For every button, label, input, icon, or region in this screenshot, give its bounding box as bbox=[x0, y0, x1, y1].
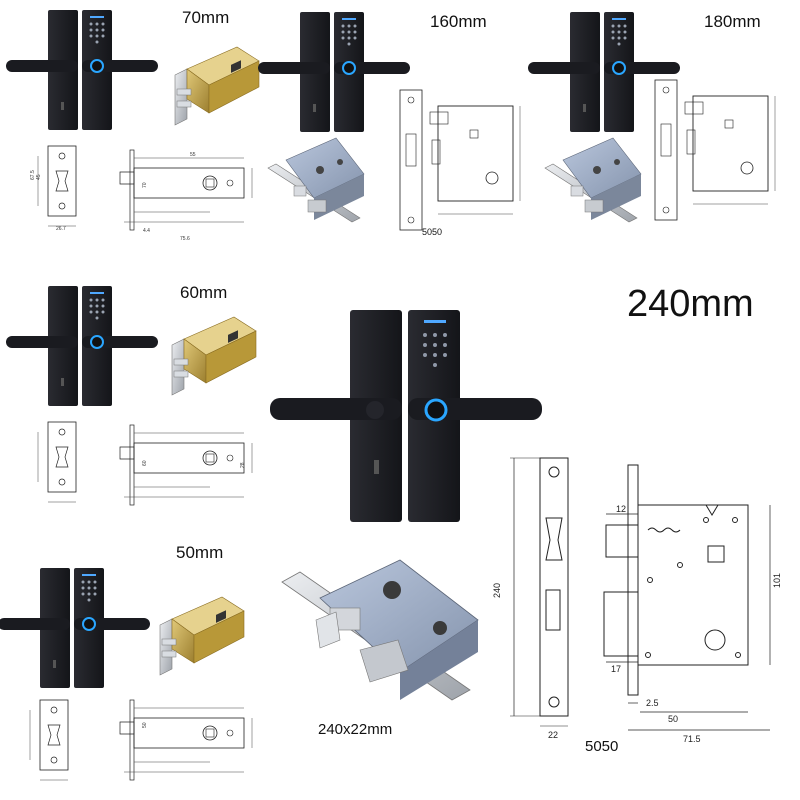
faceplate-60-drawing bbox=[37, 421, 77, 503]
label-160mm: 160mm bbox=[430, 12, 487, 31]
dim-small-d9: 50 bbox=[142, 722, 148, 728]
dim-faceplate-width: 22 bbox=[548, 730, 558, 740]
dim-small-d1: 67.5 bbox=[30, 170, 36, 180]
dim-faceplate-height: 240 bbox=[492, 583, 502, 598]
faceplate-70-drawing bbox=[37, 145, 77, 227]
latch-50-photo bbox=[159, 596, 245, 676]
label-model-160: 5050 bbox=[422, 227, 443, 237]
dim-small-d4: 4.4 bbox=[143, 228, 150, 234]
dim-small-d3: 26.7 bbox=[56, 226, 66, 232]
dim-case-height: 101 bbox=[772, 573, 782, 588]
door-lock-160-photo bbox=[257, 11, 411, 133]
faceplate-240-drawing bbox=[510, 457, 569, 727]
dim-spindle-offset: 17 bbox=[611, 664, 621, 674]
door-lock-50-photo bbox=[0, 567, 151, 689]
faceplate-50-drawing bbox=[29, 699, 69, 781]
latch-70-drawing bbox=[119, 149, 253, 231]
label-240mm: 240mm bbox=[627, 283, 754, 325]
mortise-180-photo bbox=[544, 137, 642, 223]
dim-small-d7: 55 bbox=[190, 152, 196, 158]
mortise-180-drawing bbox=[654, 79, 776, 221]
latch-50-drawing bbox=[119, 699, 253, 781]
dim-case-depth: 71.5 bbox=[683, 734, 701, 744]
dim-small-d5: 70 bbox=[142, 182, 148, 188]
door-lock-240-photo bbox=[270, 310, 542, 522]
label-180mm: 180mm bbox=[704, 12, 761, 31]
mortise-240-drawing bbox=[603, 464, 771, 731]
door-lock-180-photo bbox=[527, 11, 681, 133]
mortise-160-drawing bbox=[399, 89, 521, 231]
dim-small-d10: 28 bbox=[240, 462, 246, 468]
dim-backset: 50 bbox=[668, 714, 678, 724]
label-60mm: 60mm bbox=[180, 283, 228, 302]
dim-small-d2: 45 bbox=[36, 174, 42, 180]
label-70mm: 70mm bbox=[182, 8, 230, 27]
latch-60-photo bbox=[171, 316, 257, 396]
dim-edge-offset: 2.5 bbox=[646, 698, 659, 708]
door-lock-70-photo bbox=[5, 9, 159, 131]
label-240x22mm: 240x22mm bbox=[318, 721, 393, 738]
label-model-240: 5050 bbox=[585, 738, 619, 755]
mortise-240-photo bbox=[281, 559, 479, 701]
label-50mm: 50mm bbox=[176, 543, 224, 562]
dim-latch-offset: 12 bbox=[616, 504, 626, 514]
door-lock-60-photo bbox=[5, 285, 159, 407]
latch-70-photo bbox=[174, 46, 260, 126]
dim-small-d6: 75.6 bbox=[180, 236, 190, 242]
latch-60-drawing bbox=[119, 424, 253, 506]
mortise-160-photo bbox=[267, 137, 365, 223]
dim-small-d8: 60 bbox=[142, 460, 148, 466]
